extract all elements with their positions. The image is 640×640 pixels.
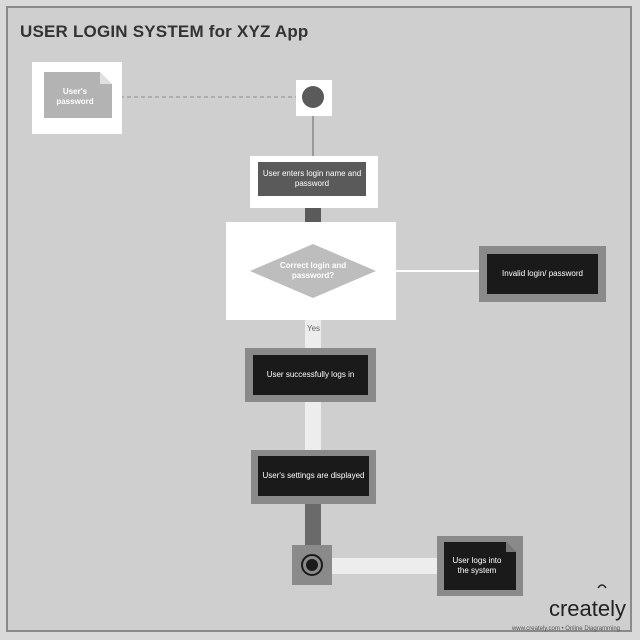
diagram-title: USER LOGIN SYSTEM for XYZ App (20, 22, 309, 41)
start-node (302, 86, 324, 108)
note-label: User's password (56, 87, 94, 106)
end-note-label: User logs into the system (452, 556, 502, 575)
end-note-shape (444, 542, 516, 590)
success-to-settings-edge (305, 400, 321, 452)
settings-label: User's settings are displayed (262, 471, 365, 480)
invalid-node (487, 254, 598, 294)
end-node (306, 559, 318, 571)
decision-label: Correct login and password? (279, 261, 347, 280)
creately-brand: creately (548, 596, 626, 621)
end-note-fold-icon (506, 542, 516, 552)
note-fold-icon (100, 72, 112, 84)
settings-to-end-edge (305, 500, 321, 548)
end-node-ring (301, 554, 323, 576)
enter-node (258, 162, 366, 196)
end-to-note-edge (328, 558, 438, 574)
invalid-label: Invalid login/ password (502, 269, 583, 278)
footer-text: www.creately.com • Online Diagramming (511, 626, 620, 632)
success-label: User successfully logs in (266, 370, 355, 379)
creately-logo-icon (597, 584, 607, 589)
yes-edge-label: Yes (307, 324, 321, 333)
enter-label: User enters login name and password (262, 169, 362, 188)
decision-node (250, 244, 376, 298)
decision-to-success-edge (305, 318, 321, 348)
note-shape (44, 72, 112, 118)
settings-node (258, 456, 369, 496)
success-node (253, 355, 368, 395)
